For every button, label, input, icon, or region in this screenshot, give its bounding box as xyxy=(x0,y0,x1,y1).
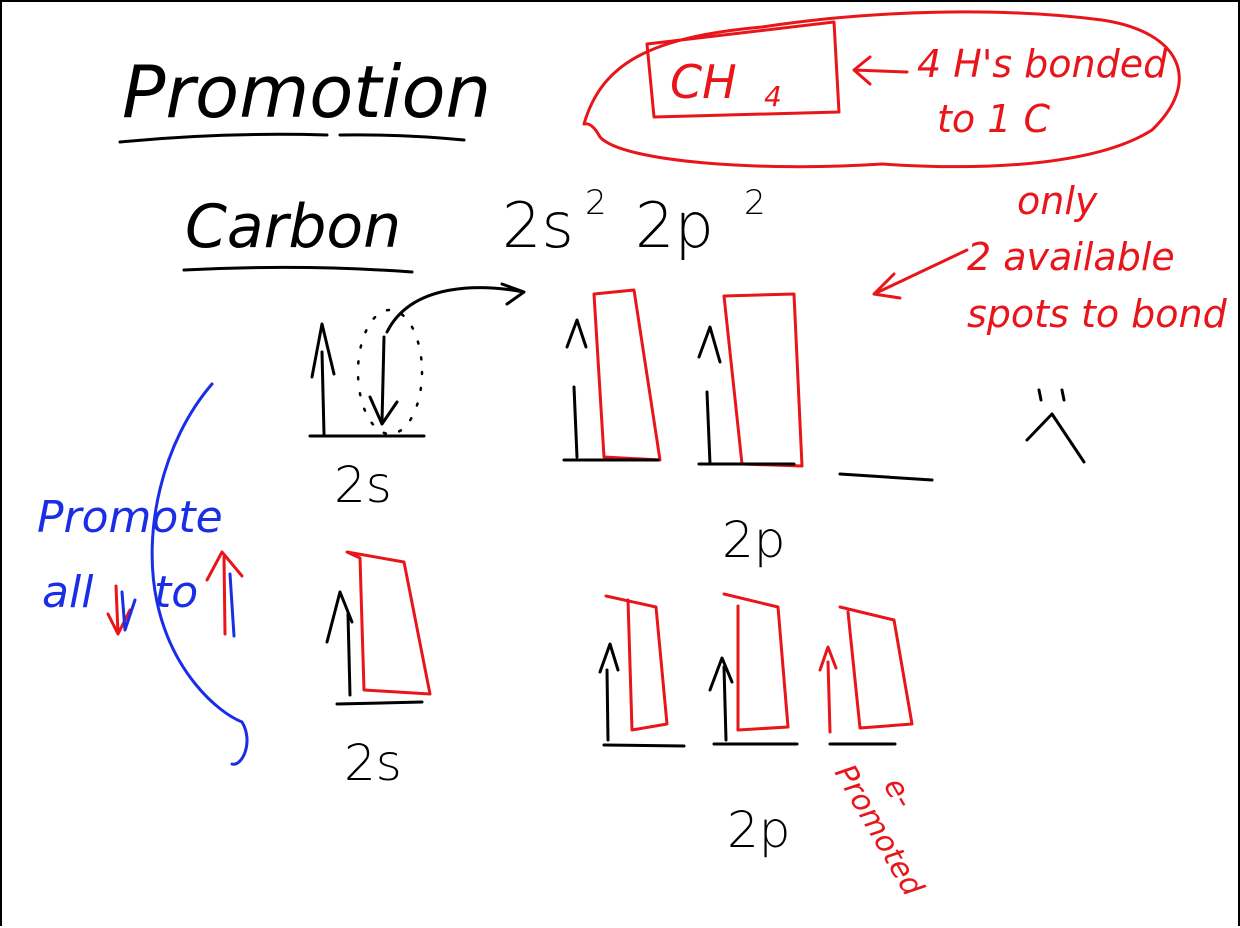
promoted-note: Promoted e- xyxy=(827,759,931,903)
top-2s-up-arrow-icon xyxy=(310,322,336,436)
config-2s: 2s xyxy=(502,189,574,262)
top-2p-box-1 xyxy=(592,288,662,462)
promote-note-line2: all xyxy=(42,567,94,618)
bottom-2s-label: 2s xyxy=(344,734,402,792)
formula-note-line1: 4 H's bonded xyxy=(917,42,1168,86)
bottom-2p-line-1 xyxy=(602,743,686,748)
config-2p-exp: 2 xyxy=(744,183,766,223)
element-carbon: Carbon xyxy=(185,192,401,262)
bottom-2p-box-2 xyxy=(722,592,790,732)
bottom-2p-box-3 xyxy=(838,605,914,730)
promote-note-line1: Promote xyxy=(37,492,223,543)
side-note-arrow-icon xyxy=(872,248,969,300)
promote-up-arrow-icon xyxy=(205,550,244,636)
formula-box xyxy=(645,20,841,119)
formula-bubble xyxy=(582,10,1181,169)
bottom-2p-arrow-2-icon xyxy=(708,656,734,742)
bottom-2p-box-1 xyxy=(604,594,669,732)
promote-note-to: to xyxy=(154,567,198,618)
title-underline-1 xyxy=(118,132,329,144)
top-2p-arrow-2-icon xyxy=(697,325,722,466)
top-2s-label: 2s xyxy=(334,456,392,514)
bottom-2s-box xyxy=(345,550,432,696)
top-2p-arrow-1-icon xyxy=(565,318,588,459)
bottom-2s-line xyxy=(335,700,424,706)
sad-face-mouth-icon xyxy=(1025,412,1086,464)
side-note-line2: 2 available xyxy=(967,235,1175,279)
config-2s-exp: 2 xyxy=(585,183,607,223)
top-2s-circled-electron xyxy=(356,308,424,436)
formula-arrow-icon xyxy=(852,55,909,86)
title-underline-2 xyxy=(338,133,466,142)
element-underline xyxy=(182,265,414,274)
bottom-2s-arrow-icon xyxy=(325,590,354,697)
bottom-2p-label: 2p xyxy=(727,801,791,859)
promotion-curve-arrow-icon xyxy=(385,282,526,334)
top-2p-line-3 xyxy=(838,472,934,482)
title-promotion: Promotion xyxy=(122,50,491,134)
top-2s-down-arrow-icon xyxy=(368,335,399,426)
config-2p: 2p xyxy=(635,189,714,262)
top-2p-box-2 xyxy=(722,292,804,468)
bottom-2p-arrow-1-icon xyxy=(598,642,620,742)
promote-up-arrow-outline-icon xyxy=(228,572,236,638)
formula-ch: CH xyxy=(670,55,737,109)
promoted-note-line1: Promoted xyxy=(827,759,931,903)
promote-down-arrow-icon xyxy=(106,584,132,636)
sad-face-eyes-icon xyxy=(1037,388,1066,402)
bottom-2p-promoted-arrow-icon xyxy=(818,645,838,734)
promote-bracket xyxy=(150,382,249,766)
formula-subscript: 4 xyxy=(764,80,782,113)
side-note-line1: only xyxy=(1017,179,1098,223)
side-note-line3: spots to bond xyxy=(967,292,1228,336)
top-2p-label: 2p xyxy=(722,511,786,569)
formula-note-line2: to 1 C xyxy=(937,97,1050,141)
promote-down-arrow-outline-icon xyxy=(120,590,137,632)
